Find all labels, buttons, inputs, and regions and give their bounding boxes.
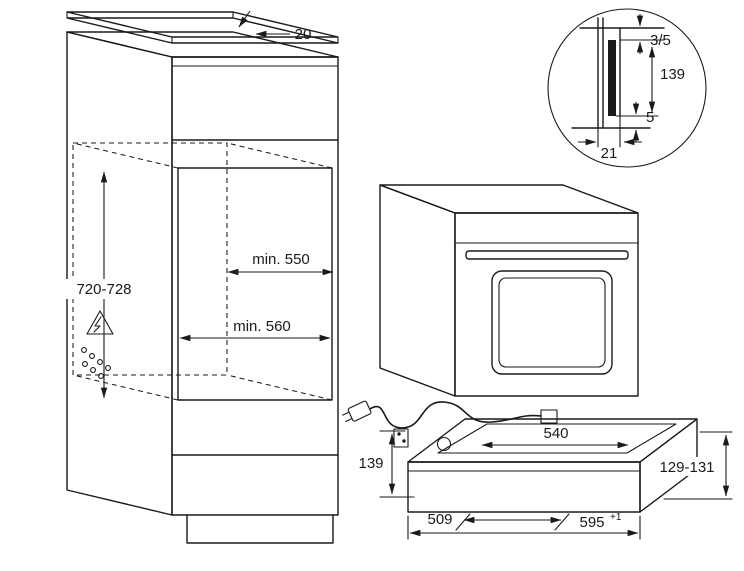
dim-width-ext bbox=[407, 515, 641, 540]
detail-circle-outline bbox=[547, 8, 707, 168]
dim-niche-height-label: 720-728 bbox=[76, 281, 131, 298]
dim-depth-label: 509 bbox=[427, 511, 452, 528]
dim-spacer-height-label: 139 bbox=[660, 66, 685, 83]
power-plug-icon bbox=[342, 400, 372, 423]
dim-left-height-ext bbox=[379, 430, 415, 498]
oven-door-window-inner bbox=[498, 277, 606, 368]
dim-drawer-depth: 509 bbox=[427, 511, 570, 531]
dim-niche-height: 720-728 bbox=[63, 171, 145, 399]
cord-line bbox=[369, 401, 542, 429]
dim-width-label: 595 bbox=[579, 514, 604, 531]
warming-drawer-drawing: 540 139 129-131 509 595 +1 bbox=[342, 400, 733, 540]
dim-niche-depth-label: min. 550 bbox=[252, 251, 310, 268]
bracket-screw-2 bbox=[402, 439, 406, 443]
hazard-triangle bbox=[86, 310, 114, 335]
dim-detail-bottom-clearance: 5 bbox=[632, 102, 654, 142]
dim-inner-width-label: 540 bbox=[543, 425, 568, 442]
niche-back-wall bbox=[72, 142, 228, 376]
dim-top-gap: 20 bbox=[238, 10, 312, 43]
dim-niche-depth: min. 550 bbox=[227, 251, 334, 276]
cabinet-front-face bbox=[171, 56, 339, 516]
oven-front-face bbox=[454, 212, 639, 397]
dim-width-tolerance-label: +1 bbox=[610, 512, 622, 523]
niche-depth-dashed-lines bbox=[72, 142, 333, 401]
niche-edge-top-right bbox=[226, 142, 333, 169]
dim-spacer-depth-ext bbox=[597, 115, 621, 148]
wall-spacer-detail-circle: 3/5 139 5 21 bbox=[547, 8, 707, 168]
dim-top-gap-arrow bbox=[238, 10, 251, 28]
dim-bottom-clearance-label: 5 bbox=[646, 109, 654, 126]
oven-door-window-outer bbox=[491, 270, 613, 375]
tall-cabinet-drawing: 20 720-728 min. 550 min. 560 bbox=[63, 10, 339, 544]
cabinet-roof-panel bbox=[66, 11, 339, 44]
oven-side-face bbox=[379, 184, 456, 397]
dim-depth-ext bbox=[455, 513, 570, 531]
drawer-front-face bbox=[407, 461, 641, 513]
roof-edge-lines bbox=[66, 11, 339, 44]
cord-connector bbox=[540, 409, 558, 424]
dim-niche-height-label-bg bbox=[63, 279, 145, 299]
dim-drawer-left-height: 139 bbox=[358, 430, 415, 498]
plug-body bbox=[347, 400, 372, 422]
dim-detail-top-clearance: 3/5 bbox=[636, 14, 671, 54]
dim-niche-width: min. 560 bbox=[179, 318, 331, 342]
mounting-bracket bbox=[393, 428, 409, 448]
niche-edge-top-left bbox=[72, 142, 179, 169]
cabinet-plinth bbox=[186, 514, 334, 544]
lightning-bolt bbox=[93, 316, 102, 333]
oven-door-handle bbox=[465, 250, 629, 260]
power-cord bbox=[342, 400, 558, 429]
bracket-screw-1 bbox=[397, 432, 401, 436]
dim-drawer-inner-width: 540 bbox=[481, 425, 629, 449]
dim-top-clearance-label: 3/5 bbox=[650, 32, 671, 49]
dim-niche-width-label: min. 560 bbox=[233, 318, 291, 335]
dim-front-height-label: 129-131 bbox=[659, 459, 714, 476]
dim-detail-spacer-height: 139 bbox=[648, 46, 685, 113]
drawer-top-inner-face bbox=[437, 423, 677, 454]
oven-drawing bbox=[379, 184, 639, 397]
wall-section-lines bbox=[571, 17, 665, 129]
ventilation-holes-icon bbox=[81, 347, 111, 379]
cabinet-niche-opening bbox=[177, 167, 333, 401]
niche-edge-bottom-left bbox=[72, 374, 179, 401]
plug-prongs bbox=[342, 411, 353, 423]
electrical-hazard-icon bbox=[86, 310, 114, 335]
bracket-body bbox=[393, 428, 409, 448]
drawer-top-vent-hole bbox=[436, 436, 452, 452]
cabinet-side-face bbox=[66, 31, 173, 516]
dim-left-height-label: 139 bbox=[358, 455, 383, 472]
dim-front-height-label-bg bbox=[653, 457, 719, 476]
dim-spacer-depth-label: 21 bbox=[601, 145, 618, 162]
niche-edge-bottom-right bbox=[226, 374, 333, 401]
dim-drawer-width: 595 +1 bbox=[407, 512, 641, 540]
dim-front-height-ext bbox=[663, 431, 733, 500]
spacer-bar bbox=[608, 40, 616, 116]
dim-detail-spacer-depth: 21 bbox=[578, 115, 642, 162]
dim-drawer-front-height: 129-131 bbox=[653, 431, 733, 500]
dim-top-gap-label: 20 bbox=[295, 26, 312, 43]
